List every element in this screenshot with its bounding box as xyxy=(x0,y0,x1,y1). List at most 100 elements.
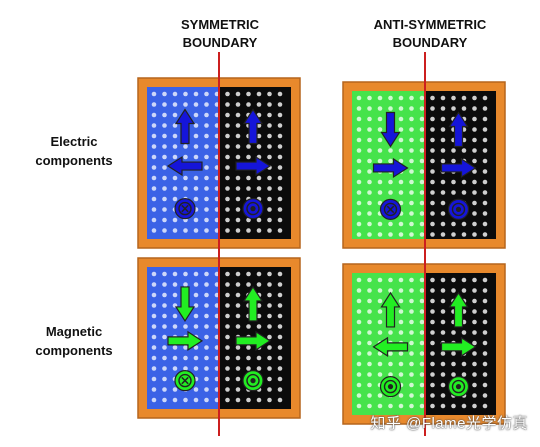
field-cross-icon xyxy=(379,198,402,220)
grid-dot xyxy=(151,334,157,340)
grid-dot xyxy=(356,319,362,325)
grid-dot xyxy=(235,355,241,361)
grid-dot xyxy=(172,175,178,181)
arrow-right-icon xyxy=(235,330,272,351)
circle-inner-ring xyxy=(451,202,466,217)
grid-dot xyxy=(246,102,251,107)
grid-dot xyxy=(461,95,467,101)
grid-dot xyxy=(277,303,283,308)
grid-dot xyxy=(204,345,209,350)
grid-dot xyxy=(183,175,188,181)
grid-dot xyxy=(235,91,241,97)
grid-dot xyxy=(235,376,241,382)
grid-dot xyxy=(367,116,372,122)
grid-dot xyxy=(367,95,372,101)
grid-dot xyxy=(225,376,230,382)
grid-dot xyxy=(430,190,435,195)
grid-dot xyxy=(193,123,199,128)
grid-dot xyxy=(482,361,488,367)
grid-dot xyxy=(482,288,488,293)
grid-dot xyxy=(356,277,362,283)
grid-dot xyxy=(183,144,188,149)
grid-dot xyxy=(451,179,456,185)
grid-dot xyxy=(419,169,425,174)
grid-dot xyxy=(267,355,272,361)
grid-dot xyxy=(267,91,272,97)
grid-dot xyxy=(172,313,178,319)
grid-dot xyxy=(246,271,251,277)
grid-dot xyxy=(246,366,251,371)
grid-dot xyxy=(430,298,435,304)
grid-dot xyxy=(356,403,362,409)
grid-dot xyxy=(409,330,414,335)
grid-dot xyxy=(204,133,209,139)
grid-dot xyxy=(440,148,446,153)
circle-inner-ring xyxy=(246,201,260,216)
grid-dot xyxy=(204,303,209,308)
grid-dot xyxy=(267,366,272,371)
grid-dot xyxy=(440,211,446,216)
grid-dot xyxy=(151,345,157,350)
grid-dot xyxy=(256,366,262,371)
arrow-up-icon xyxy=(448,291,469,328)
grid-dot xyxy=(461,232,467,237)
symmetric-header-line1: SYMMETRIC xyxy=(181,17,259,32)
grid-dot xyxy=(409,127,414,132)
grid-dot xyxy=(430,309,435,314)
grid-dot xyxy=(162,196,167,202)
grid-dot xyxy=(461,372,467,377)
grid-dot xyxy=(482,179,488,185)
grid-dot xyxy=(193,112,199,118)
grid-dot xyxy=(430,95,435,101)
grid-dot xyxy=(472,340,477,346)
grid-dot xyxy=(451,288,456,293)
grid-dot xyxy=(277,91,283,97)
grid-dot xyxy=(162,217,167,223)
grid-dot xyxy=(440,298,446,304)
grid-dot xyxy=(193,217,199,223)
grid-dot xyxy=(356,288,362,293)
arrow-up-icon xyxy=(174,108,196,145)
grid-dot xyxy=(256,144,262,149)
grid-dot xyxy=(398,116,404,122)
grid-dot xyxy=(419,221,425,227)
grid-dot xyxy=(377,288,383,293)
grid-dot xyxy=(472,106,477,111)
grid-dot xyxy=(419,351,425,356)
grid-dot xyxy=(277,355,283,361)
grid-dot xyxy=(204,397,209,403)
grid-dot xyxy=(482,330,488,335)
grid-dot xyxy=(451,190,456,195)
grid-dot xyxy=(193,144,199,149)
grid-dot xyxy=(398,221,404,227)
grid-dot xyxy=(472,232,477,237)
grid-dot xyxy=(246,154,251,160)
grid-dot xyxy=(430,319,435,325)
grid-dot xyxy=(419,179,425,185)
grid-dot xyxy=(419,127,425,132)
grid-dot xyxy=(461,277,467,283)
grid-dot xyxy=(225,334,230,340)
grid-dot xyxy=(267,186,272,191)
grid-dot xyxy=(225,303,230,308)
grid-dot xyxy=(267,196,272,202)
grid-dot xyxy=(183,154,188,160)
grid-dot xyxy=(409,116,414,122)
grid-dot xyxy=(377,148,383,153)
cross-mark-b xyxy=(386,205,395,214)
magnetic-label-line1: Magnetic xyxy=(45,324,103,339)
grid-dot xyxy=(409,340,414,346)
grid-dot xyxy=(235,112,241,118)
grid-dot xyxy=(204,324,209,329)
arrow-up-icon xyxy=(380,291,401,328)
grid-dot xyxy=(267,324,272,329)
anti-symmetric-header-line1: ANTI-SYMMETRIC xyxy=(373,17,487,32)
grid-dot xyxy=(256,217,262,223)
grid-dot xyxy=(151,313,157,319)
grid-dot xyxy=(172,355,178,361)
grid-dot xyxy=(183,324,188,329)
grid-dot xyxy=(356,309,362,314)
grid-dot xyxy=(225,228,230,233)
circle-inner-ring xyxy=(383,202,398,217)
grid-dot xyxy=(235,154,241,160)
